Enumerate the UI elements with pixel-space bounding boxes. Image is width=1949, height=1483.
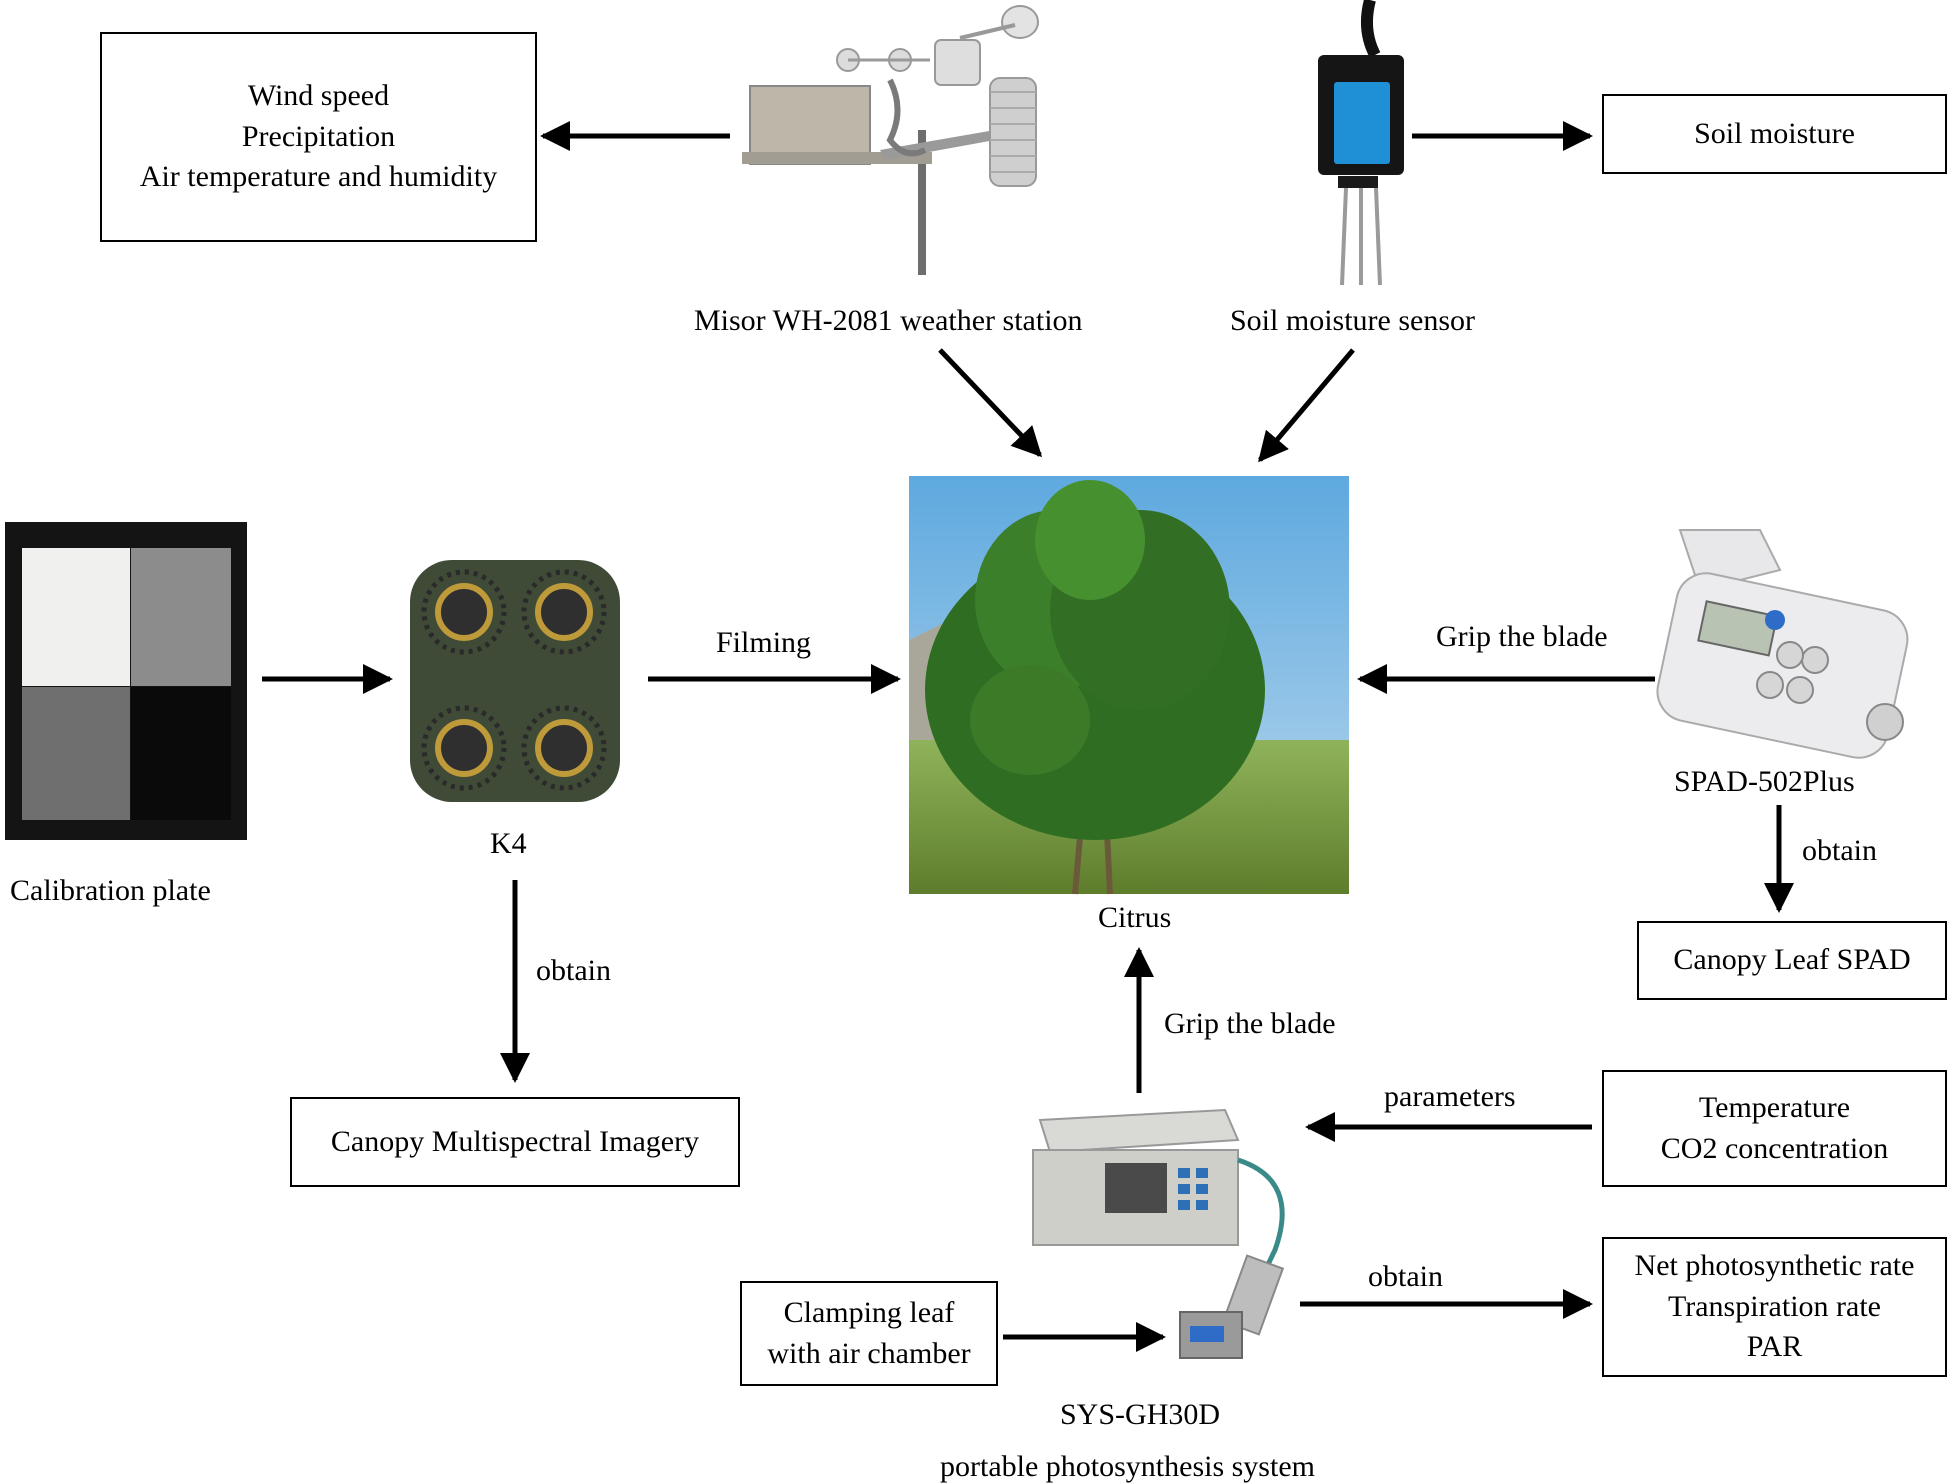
sys-label-line2: portable photosynthesis system <box>940 1450 1315 1483</box>
soil-sensor-label: Soil moisture sensor <box>1230 304 1475 337</box>
clamp-line2: with air chamber <box>767 1336 971 1370</box>
soil-output: Soil moisture <box>1694 116 1855 150</box>
param-co2: CO2 concentration <box>1660 1131 1889 1165</box>
k4-label: K4 <box>490 827 527 860</box>
k4-output: Canopy Multispectral Imagery <box>330 1124 700 1158</box>
calibration-plate-label: Calibration plate <box>10 874 211 907</box>
spad-output-box: Canopy Leaf SPAD <box>1637 921 1947 1000</box>
spad-meter-image <box>1656 529 1909 759</box>
calibration-plate-image <box>5 522 247 840</box>
k4-camera-image <box>410 560 620 802</box>
grip-label-bottom: Grip the blade <box>1164 1007 1336 1040</box>
sys-outputs-box: Net photosynthetic rate Transpiration ra… <box>1602 1237 1947 1377</box>
weather-station-label: Misor WH-2081 weather station <box>694 304 1083 337</box>
weather-outputs-box: Wind speed Precipitation Air temperature… <box>100 32 537 242</box>
arrows <box>262 121 1794 1352</box>
weather-output-precipitation: Precipitation <box>241 119 396 153</box>
clamp-line1: Clamping leaf <box>783 1296 955 1329</box>
soil-moisture-box: Soil moisture <box>1602 94 1947 174</box>
param-temperature: Temperature <box>1698 1091 1851 1124</box>
soil-sensor-image <box>1318 0 1404 286</box>
spad-label: SPAD-502Plus <box>1674 765 1855 798</box>
clamp-input-box: Clamping leaf with air chamber <box>740 1281 998 1386</box>
sys-output-par: PAR <box>1746 1330 1803 1364</box>
grip-label-top: Grip the blade <box>1436 620 1608 653</box>
weather-output-temp-humidity: Air temperature and humidity <box>139 160 498 194</box>
param-inputs-box: Temperature CO2 concentration <box>1602 1070 1947 1187</box>
arrow-sensor-to-citrus <box>1258 348 1355 463</box>
sys-gh30d-image <box>1032 1108 1285 1359</box>
arrow-weather-to-citrus <box>938 348 1043 458</box>
weather-output-wind: Wind speed <box>247 79 390 113</box>
sys-output-net-photosynthetic: Net photosynthetic rate <box>1634 1249 1915 1283</box>
sys-output-transpiration: Transpiration rate <box>1667 1289 1882 1323</box>
sys-label-line1: SYS-GH30D <box>1060 1398 1221 1431</box>
k4-output-box: Canopy Multispectral Imagery <box>290 1097 740 1187</box>
spad-obtain-label: obtain <box>1802 834 1877 867</box>
weather-station-image <box>742 5 1039 275</box>
filming-label: Filming <box>716 626 812 659</box>
sys-obtain-label: obtain <box>1368 1260 1443 1293</box>
citrus-photo <box>909 476 1349 895</box>
spad-output: Canopy Leaf SPAD <box>1673 943 1911 977</box>
parameters-label: parameters <box>1384 1080 1516 1113</box>
k4-obtain-label: obtain <box>536 954 611 987</box>
citrus-label: Citrus <box>1098 901 1172 934</box>
